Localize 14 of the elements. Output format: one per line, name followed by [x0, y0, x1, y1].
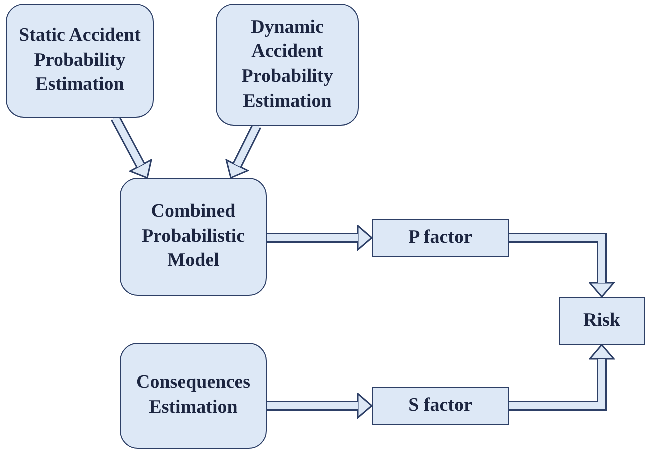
factor-box	[372, 219, 509, 257]
factor-box	[372, 387, 509, 425]
process-box	[216, 4, 359, 126]
process-box	[6, 4, 154, 118]
node-label: Combined Probabilistic Model	[140, 200, 246, 274]
node-label: P factor	[408, 226, 472, 250]
process-box	[120, 343, 267, 449]
node-label: S factor	[408, 394, 472, 418]
node-label: Consequences Estimation	[135, 371, 252, 420]
node-label: Static Accident Probability Estimation	[18, 24, 142, 98]
node-label: Dynamic Accident Probability Estimation	[240, 16, 334, 114]
factor-box	[559, 297, 645, 345]
node-label: Risk	[584, 308, 620, 333]
process-box	[120, 178, 267, 296]
